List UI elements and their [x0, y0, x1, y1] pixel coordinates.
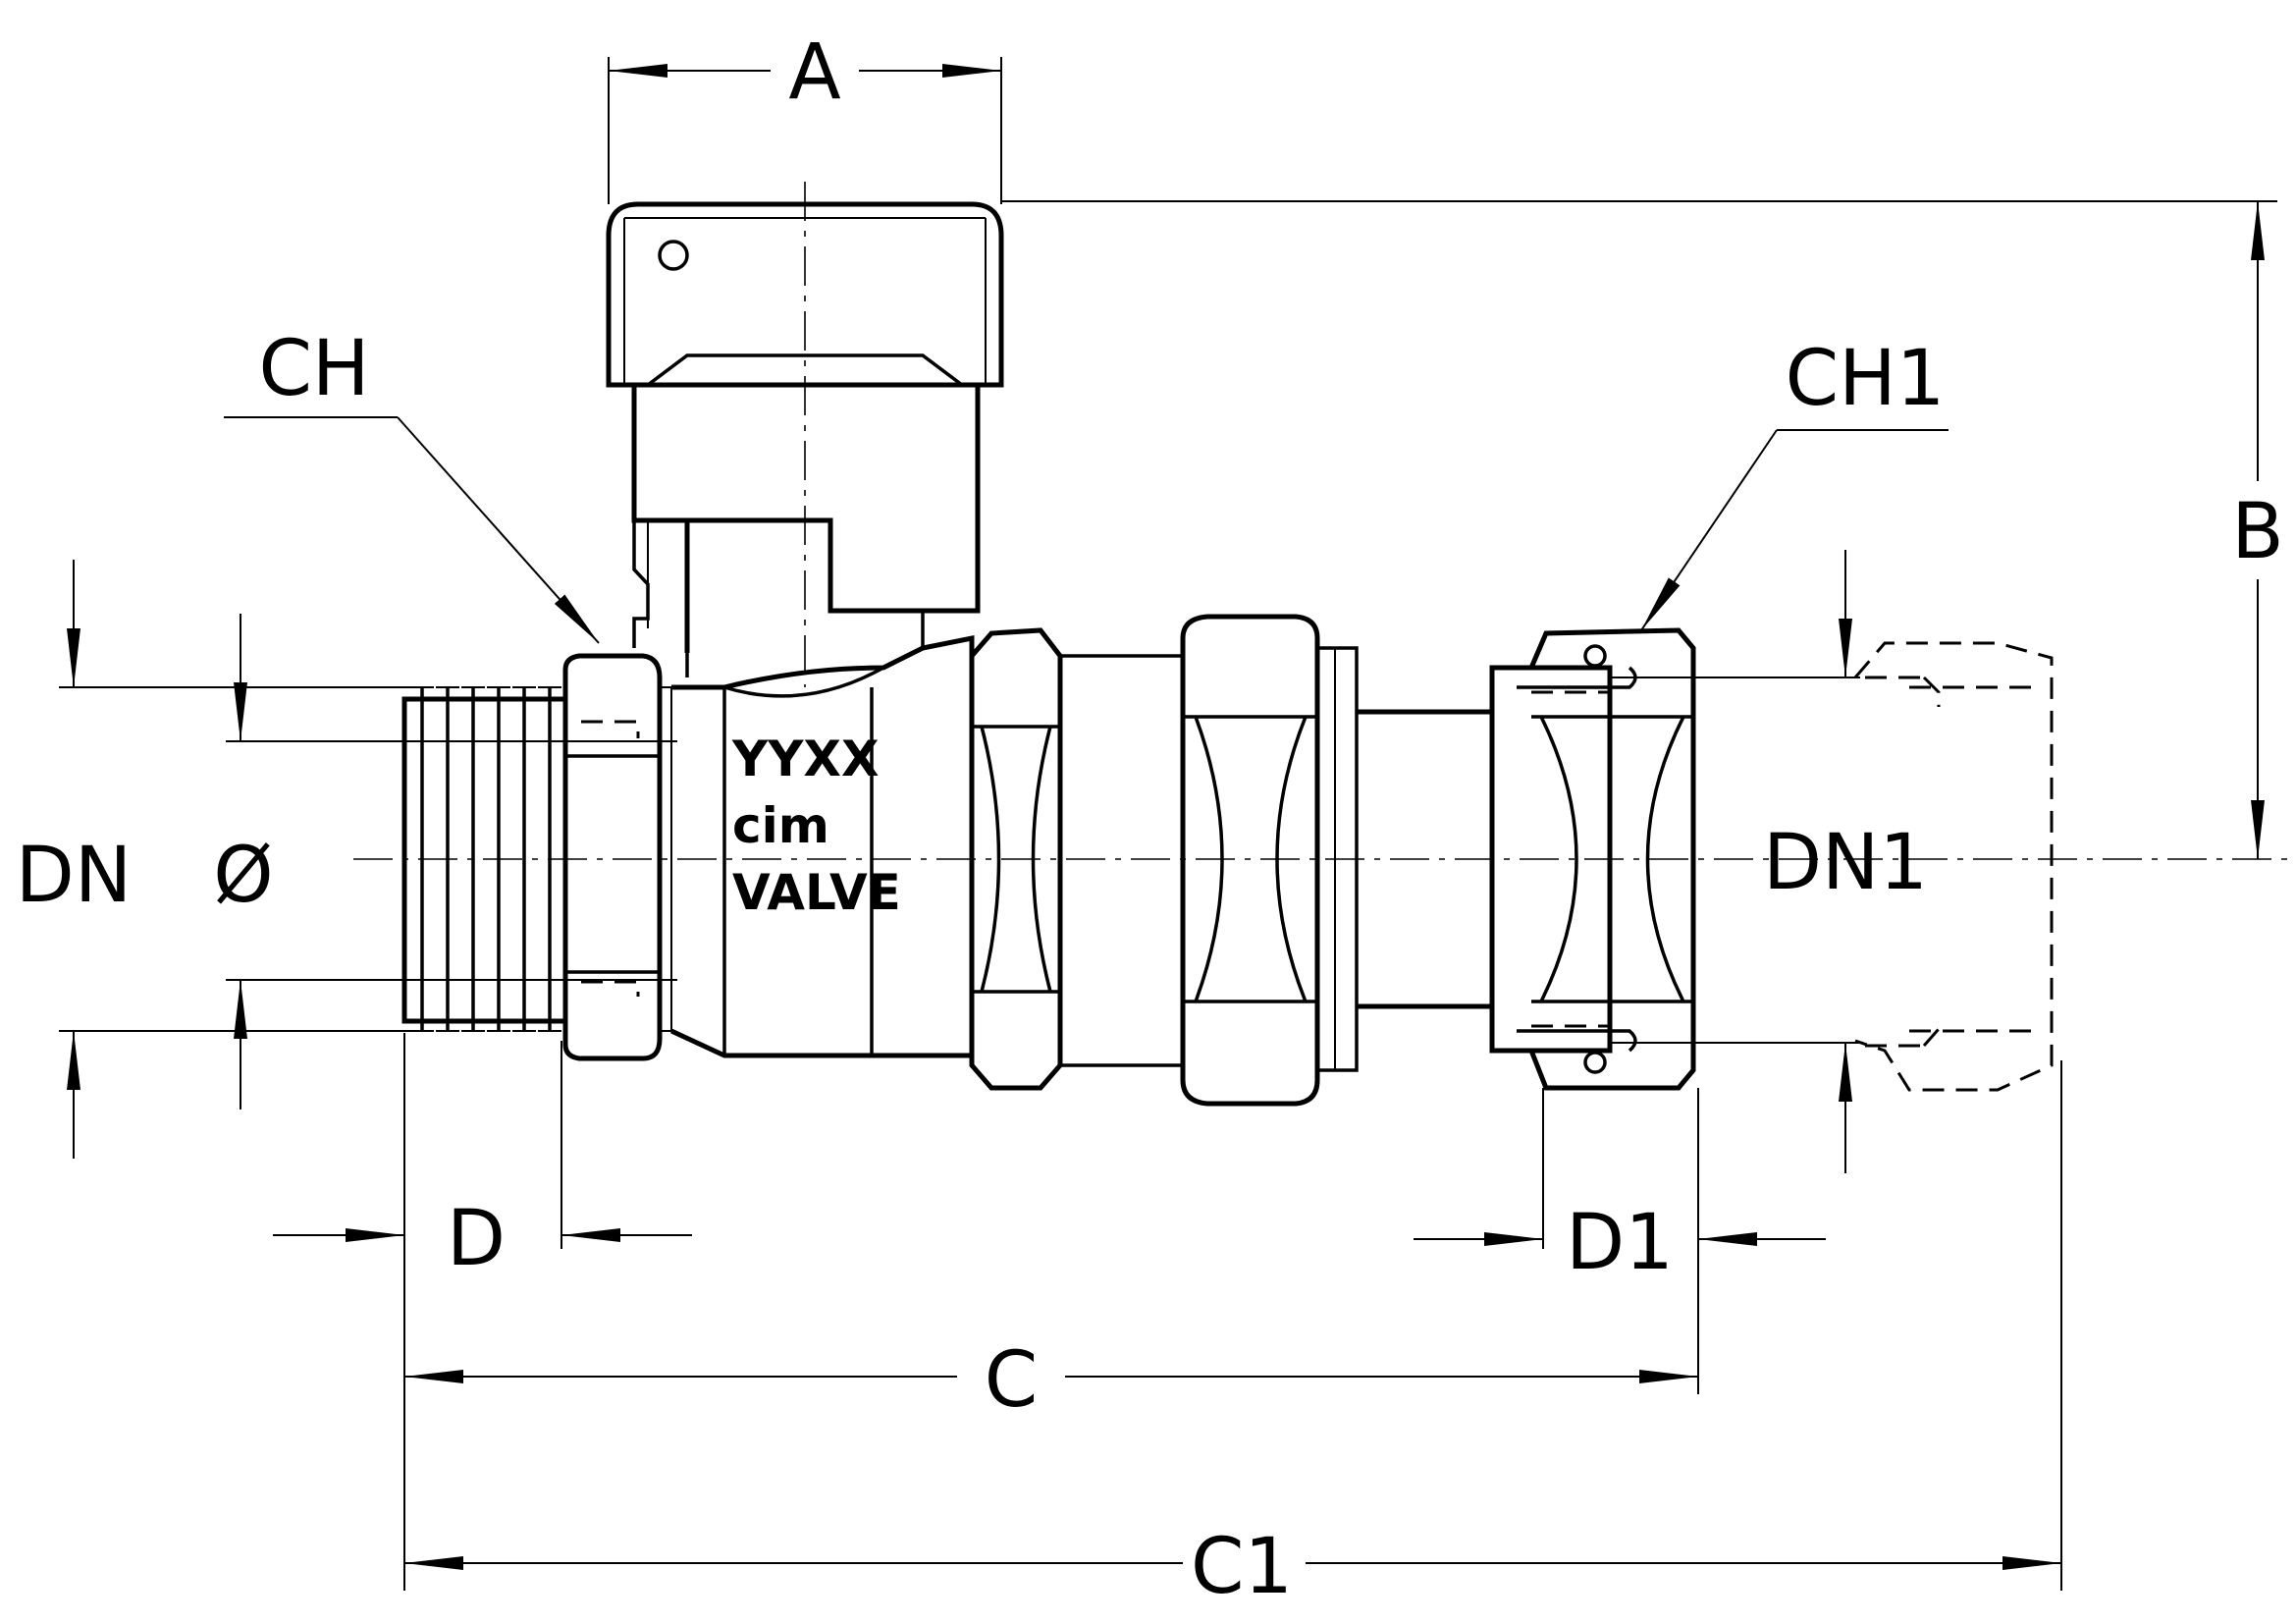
label-ch1: CH1	[1786, 335, 1946, 423]
label-dn1: DN1	[1763, 819, 1928, 907]
label-c1: C1	[1191, 1523, 1293, 1611]
label-d: D	[447, 1195, 506, 1283]
label-b: B	[2231, 488, 2284, 576]
body-marking-line1: YYXX	[731, 731, 880, 787]
label-a: A	[788, 28, 840, 117]
nut-pin-top	[1583, 644, 1607, 668]
valve-handle	[606, 201, 1004, 677]
dimension-b: B	[1001, 200, 2284, 859]
label-d1: D1	[1566, 1199, 1674, 1287]
hex-nut-body-2	[1180, 614, 1359, 1107]
dimension-d: D	[273, 1033, 692, 1591]
hex-nut-ch	[562, 653, 672, 1061]
dimension-c1: C1	[404, 1060, 2062, 1611]
handle-indicator-hole	[658, 240, 689, 271]
dimension-d1: D1	[1414, 1088, 1826, 1394]
body-marking-line2: cim	[732, 797, 829, 854]
label-ch: CH	[258, 325, 369, 413]
phantom-connection	[1853, 641, 2054, 1092]
dimension-phi: Ø	[213, 614, 677, 1110]
body-marking-line3: VALVE	[732, 864, 901, 921]
valve-body: YYXX cim VALVE	[669, 634, 975, 1058]
dimension-c: C	[404, 1336, 1698, 1425]
nut-pin-bottom	[1583, 1051, 1607, 1074]
leader-ch1: CH1	[1640, 335, 1949, 631]
leader-ch: CH	[224, 325, 600, 644]
compression-nut-ch1	[1489, 627, 1696, 1091]
label-dn: DN	[16, 832, 132, 920]
dimension-dn1: DN1	[1610, 550, 1928, 1173]
label-phi: Ø	[213, 832, 273, 920]
dimension-a: A	[608, 28, 1002, 204]
label-c: C	[985, 1336, 1038, 1425]
connecting-tube	[1357, 709, 1492, 1009]
